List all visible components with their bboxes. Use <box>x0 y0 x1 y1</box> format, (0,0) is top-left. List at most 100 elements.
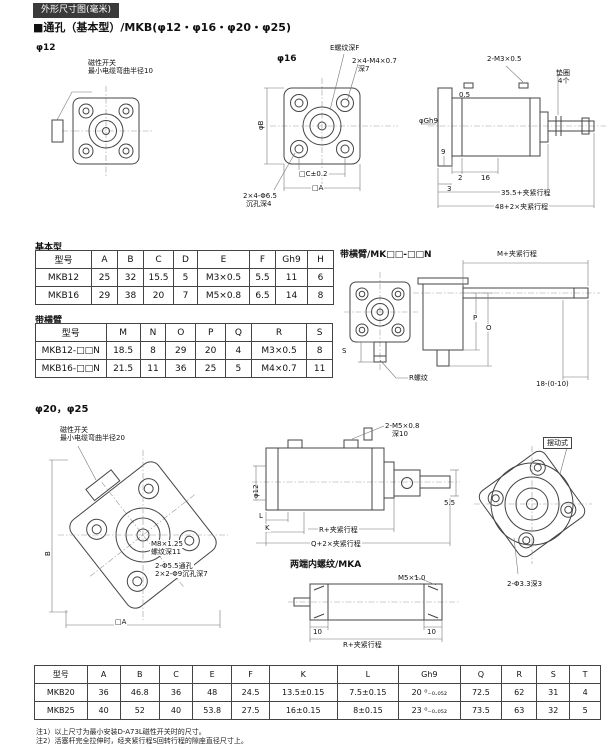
table-cell: 36 <box>159 683 193 702</box>
table-cell: 11 <box>275 268 308 287</box>
ports-depth-label: 深10 <box>392 430 408 438</box>
arm-s-dim-label: S <box>342 347 347 355</box>
column-header: P <box>195 323 227 342</box>
table-cell: M3×0.5 <box>250 341 308 360</box>
table-cell: 25 <box>91 268 118 287</box>
table-cell: MKB20 <box>34 683 88 702</box>
l-dim-label: L <box>258 512 264 521</box>
table-cell: 15.5 <box>143 268 174 287</box>
magnetic-switch-label-large: 磁性开关 <box>60 426 88 434</box>
column-header: E <box>197 250 250 269</box>
table-cell: 5 <box>225 359 252 378</box>
dim-9-label: 9 <box>441 148 446 156</box>
table-cell: 4 <box>569 683 601 702</box>
column-header: R <box>250 323 308 342</box>
column-header: M <box>105 323 141 342</box>
table-cell: 6 <box>307 268 334 287</box>
arm-m-stroke-dim-label: M+夹紧行程 <box>497 250 537 258</box>
swing-type-label: 摆动式 <box>543 437 572 450</box>
table-cell: 52 <box>119 701 161 720</box>
phi12-size-label: φ12 <box>36 43 56 53</box>
column-header: E <box>191 665 233 684</box>
arm-table-title: 带横臂 <box>35 316 63 326</box>
table-cell: 29 <box>165 341 197 360</box>
column-header: D <box>173 250 198 269</box>
column-header: F <box>231 665 270 684</box>
column-header: O <box>165 323 197 342</box>
column-header: L <box>336 665 400 684</box>
table-cell: 7 <box>173 286 198 305</box>
table-cell: M3×0.5 <box>197 268 250 287</box>
basic-table-title: 基本型 <box>35 243 63 253</box>
table-cell: 72.5 <box>459 683 503 702</box>
table-cell: 18.5 <box>105 341 141 360</box>
counterbore-label-large: 2×2-Φ9沉孔深7 <box>154 570 209 579</box>
column-header: Q <box>225 323 252 342</box>
cable-radius-label: 最小电缆弯曲半径10 <box>88 67 153 75</box>
arm-p-dim-label: P <box>472 314 479 323</box>
arm-r-thread-label: R螺纹 <box>409 374 428 382</box>
phi12-front-view-drawing <box>51 86 152 176</box>
table-cell: 29 <box>91 286 118 305</box>
column-header: S <box>536 665 571 684</box>
k-dim-label: K <box>264 524 271 533</box>
arm-drawing-title: 带横臂/MK□□-□□N <box>340 250 432 260</box>
washer-label: 垫圈 <box>556 69 570 77</box>
column-header: Q <box>459 665 503 684</box>
dim-55-label: 5.5 <box>444 499 456 507</box>
table-cell: MKB12 <box>35 268 92 287</box>
table-cell: 63 <box>501 701 538 720</box>
thread-depth-label: E螺纹深F <box>330 44 360 52</box>
phi20-side-view-drawing <box>252 425 460 546</box>
arm-o-dim-label: O <box>485 324 493 333</box>
table-cell: 53.8 <box>191 701 233 720</box>
arm-version-drawing <box>344 260 600 380</box>
ports-label: 2-M5×0.8 <box>385 422 420 430</box>
table-cell: MKB12-□□N <box>35 341 107 360</box>
washer-qty-label: 4个 <box>558 77 570 85</box>
arm-18-dim-label: 18-(0-10) <box>536 380 569 388</box>
table-cell: MKB16-□□N <box>35 359 107 378</box>
table-cell: MKB16 <box>35 286 92 305</box>
m8-depth-label: 螺纹深11 <box>150 548 182 557</box>
column-header: Gh9 <box>398 665 461 684</box>
column-header: A <box>91 250 118 269</box>
mka-dim-10-right-label: 10 <box>427 628 436 636</box>
table-cell: 62 <box>501 683 538 702</box>
table-cell: 32 <box>536 701 571 720</box>
table-cell: 8±0.15 <box>336 701 400 720</box>
column-header: H <box>307 250 334 269</box>
page-title: ■通孔（基本型）/MKB(φ12・φ16・φ20・φ25) <box>33 21 291 34</box>
table-cell: 36 <box>86 683 121 702</box>
phi12-rod-dim-label: φ12 <box>252 484 260 498</box>
column-header: B <box>119 665 161 684</box>
cable-radius-label-large: 最小电缆弯曲半径20 <box>60 434 125 442</box>
mka-thread-label: M5×1.0 <box>398 574 426 582</box>
table-cell: 46.8 <box>119 683 161 702</box>
table-cell: 36 <box>165 359 197 378</box>
mka-section-title: 两端内螺纹/MKA <box>290 560 362 570</box>
column-header: N <box>139 323 167 342</box>
swing-type-drawing <box>474 443 592 575</box>
rod-dia-g-label: φGh9 <box>419 117 438 125</box>
table-cell: 8 <box>307 286 334 305</box>
dim-3-label: 3 <box>447 185 452 193</box>
column-header: F <box>249 250 276 269</box>
column-header: 型号 <box>34 665 88 684</box>
column-header: 型号 <box>35 323 107 342</box>
square-a-dim-label: □A <box>311 184 325 193</box>
table-cell: 27.5 <box>231 701 270 720</box>
column-header: C <box>159 665 193 684</box>
phi16-front-view-drawing <box>264 53 398 191</box>
column-header: T <box>569 665 601 684</box>
column-header: C <box>143 250 174 269</box>
table-cell: 24.5 <box>231 683 270 702</box>
